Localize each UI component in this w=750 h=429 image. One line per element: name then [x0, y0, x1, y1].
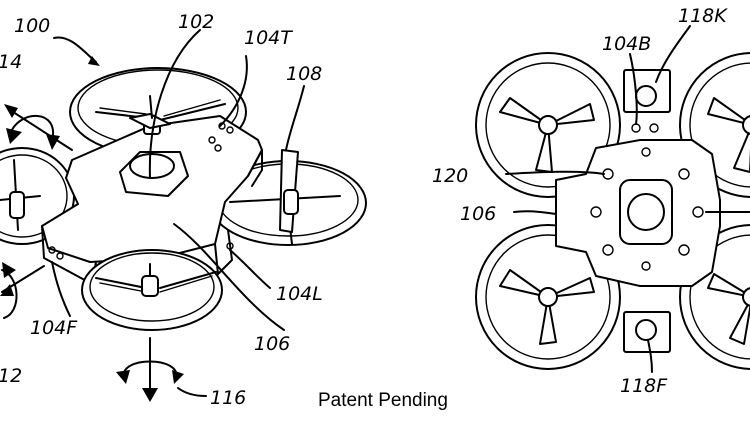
drone-top-view — [475, 25, 750, 373]
label-106-left: 106 — [254, 333, 290, 355]
rotation-arrow-114 — [4, 104, 73, 151]
reference-labels: 100 102 104T 108 14 104F 12 116 106 104L… — [0, 5, 728, 411]
leader-lines-right — [505, 25, 750, 373]
top-view-propellers — [499, 97, 750, 345]
label-104F: 104F — [30, 317, 78, 339]
label-104B: 104B — [602, 33, 651, 55]
drone-body — [41, 115, 263, 285]
right-propeller-guard — [209, 149, 367, 246]
drone-perspective-view — [0, 29, 367, 402]
label-102: 102 — [178, 11, 214, 33]
top-view-body — [555, 69, 721, 353]
label-118F: 118F — [620, 375, 668, 397]
label-104L: 104L — [276, 283, 323, 305]
label-106-right: 106 — [460, 203, 496, 225]
rotation-arrow-116 — [116, 337, 184, 402]
caption-patent-pending: Patent Pending — [318, 390, 448, 411]
label-120: 120 — [432, 165, 468, 187]
label-108: 108 — [286, 63, 322, 85]
label-118K: 118K — [678, 5, 728, 27]
rotation-arrow-112 — [0, 262, 45, 319]
rear-motor — [129, 95, 171, 135]
front-propeller-guard — [81, 249, 223, 331]
label-100: 100 — [14, 15, 50, 37]
leader-lines-left — [51, 29, 305, 397]
label-104T: 104T — [244, 27, 293, 49]
label-116: 116 — [210, 387, 246, 409]
label-114: 14 — [0, 51, 22, 73]
label-112: 12 — [0, 365, 22, 387]
